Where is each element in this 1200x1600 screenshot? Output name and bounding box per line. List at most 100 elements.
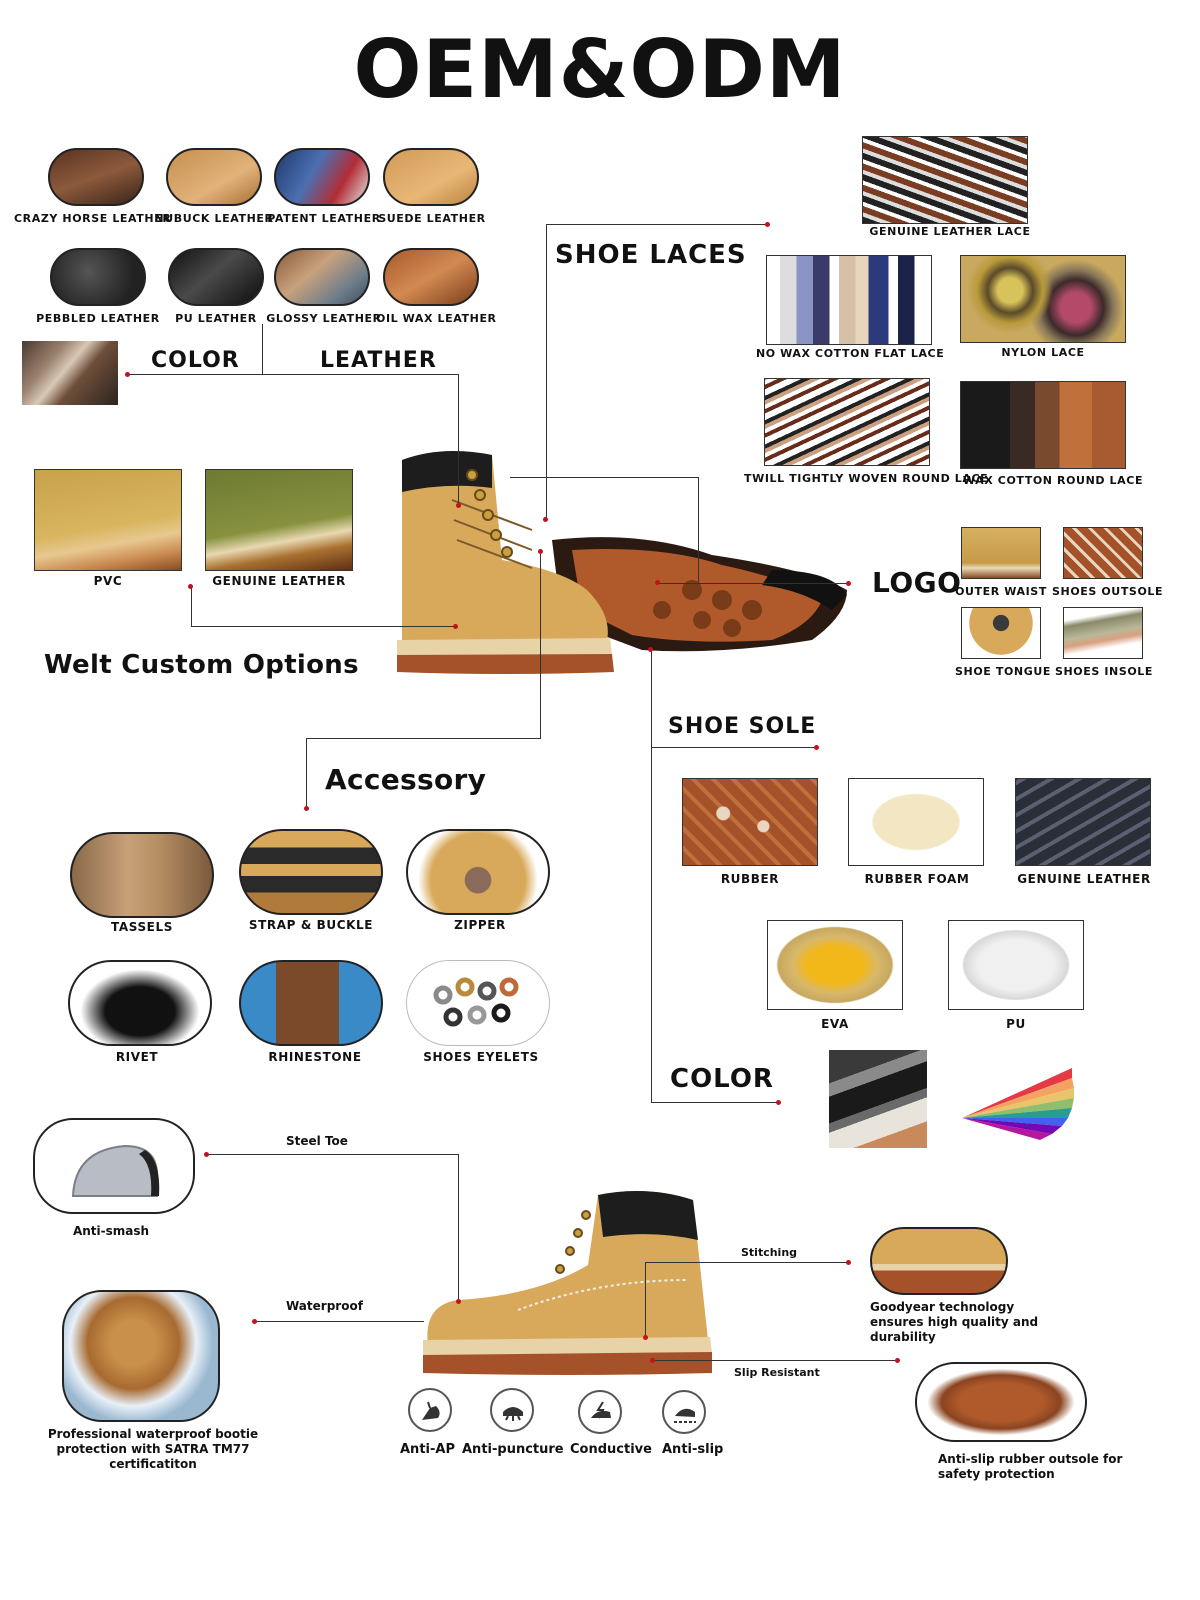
lace-label-twill: TWILL TIGHTLY WOVEN ROUND LACE [744,472,989,485]
crazy-horse-leather-swatch [48,148,144,206]
connector-line [510,477,699,478]
accessory-label-zipper: ZIPPER [454,918,506,932]
rivet-image [68,960,212,1046]
connector-dot [204,1152,209,1157]
lace-label-genuine-leather: GENUINE LEATHER LACE [869,225,1031,238]
connector-line [128,374,458,375]
sole-color-heading: COLOR [670,1064,774,1094]
connector-line [540,552,541,738]
logo-label-shoe-tongue: SHOE TONGUE [955,665,1051,678]
steel-toe-label: Steel Toe [286,1134,348,1148]
connector-line [652,1360,898,1361]
leather-color-heading: COLOR [151,348,240,373]
connector-line [546,224,547,520]
slip-resistant-note: Anti-slip rubber outsole for safety prot… [938,1452,1123,1481]
accessory-label-rhinestone: RHINESTONE [268,1050,362,1064]
leather-label-oil-wax: OIL WAX LEATHER [376,312,497,325]
welt-label-genuine-leather: GENUINE LEATHER [212,574,346,588]
conductive-label: Conductive [570,1442,652,1457]
leather-color-swatch [22,341,118,405]
anti-puncture-label: Anti-puncture [462,1442,564,1457]
shoes-eyelets-image [406,960,550,1046]
connector-line [262,324,263,374]
connector-line [546,224,768,225]
leather-label-nubuck: NUBUCK LEATHER [154,212,274,225]
leather-label-patent: PATENT LEATHER [267,212,381,225]
genuine-leather-sole-image [1015,778,1151,866]
waterproof-image [62,1290,220,1422]
genuine-leather-lace-image [862,136,1028,224]
lace-label-nylon: NYLON LACE [1001,346,1085,359]
rhinestone-image [239,960,383,1046]
connector-dot [648,647,653,652]
connector-dot [655,580,660,585]
lace-label-no-wax-cotton-flat: NO WAX COTTON FLAT LACE [756,347,945,360]
stitching-note: Goodyear technology ensures high quality… [870,1300,1039,1344]
logo-label-shoes-outsole: SHOES OUTSOLE [1052,585,1164,598]
leather-label-suede: SUEDE LEATHER [378,212,486,225]
logo-heading: LOGO [872,566,962,599]
welt-heading: Welt Custom Options [44,650,359,680]
rubber-foam-sole-image [848,778,984,866]
connector-line [306,738,307,808]
anti-smash-label: Anti-smash [72,1224,150,1238]
accessory-heading: Accessory [325,763,487,796]
sole-label-eva: EVA [821,1017,849,1031]
connector-dot [125,372,130,377]
leather-label-crazy-horse: CRAZY HORSE LEATHER [14,212,172,225]
connector-dot [765,222,770,227]
connector-line [254,1321,424,1322]
connector-line [206,1154,458,1155]
wax-cotton-round-lace-image [960,381,1126,469]
connector-line [651,1102,779,1103]
connector-dot [453,624,458,629]
connector-line [191,587,192,626]
nylon-lace-image [960,255,1126,343]
connector-line [651,747,817,748]
pebbled-leather-swatch [50,248,146,306]
zipper-image [406,829,550,915]
connector-line [458,1154,459,1302]
waterproof-note: Professional waterproof bootie protectio… [47,1427,259,1471]
connector-line [658,583,848,584]
oil-wax-leather-swatch [383,248,479,306]
stitching-label: Stitching [741,1246,798,1259]
slip-resistant-label: Slip Resistant [734,1366,820,1379]
patent-leather-swatch [274,148,370,206]
glossy-leather-swatch [274,248,370,306]
waterproof-label: Waterproof [286,1299,363,1313]
connector-dot [814,745,819,750]
color-fan-icon [962,1068,1074,1140]
anti-slip-label: Anti-slip [662,1442,724,1457]
eva-sole-image [767,920,903,1010]
anti-ap-icon [408,1388,452,1432]
leather-label-pebbled: PEBBLED LEATHER [36,312,160,325]
main-boot-image [397,451,847,674]
connector-line [458,374,459,506]
page-title: OEM&ODM [353,23,847,116]
logo-label-outer-waist: OUTER WAIST [955,585,1047,598]
leather-label-glossy: GLOSSY LEATHER [266,312,382,325]
laces-heading: SHOE LACES [555,240,747,270]
welt-label-pvc: PVC [93,574,123,588]
connector-line [645,1262,848,1263]
connector-dot [188,584,193,589]
shoes-outsole-logo-image [1063,527,1143,579]
anti-ap-label: Anti-AP [400,1442,455,1457]
anti-puncture-icon [490,1388,534,1432]
genuine-leather-welt-image [205,469,353,571]
sole-label-rubber-foam: RUBBER FOAM [864,872,970,886]
connector-dot [543,517,548,522]
slip-resistant-image [915,1362,1087,1442]
accessory-label-shoes-eyelets: SHOES EYELETS [423,1050,539,1064]
connector-dot [776,1100,781,1105]
tassels-image [70,832,214,918]
rubber-sole-image [682,778,818,866]
conductive-icon [578,1390,622,1434]
nubuck-leather-swatch [166,148,262,206]
sole-label-rubber: RUBBER [720,872,780,886]
connector-line [306,738,541,739]
connector-line [651,650,652,1102]
connector-dot [304,806,309,811]
stitching-image [870,1227,1008,1295]
